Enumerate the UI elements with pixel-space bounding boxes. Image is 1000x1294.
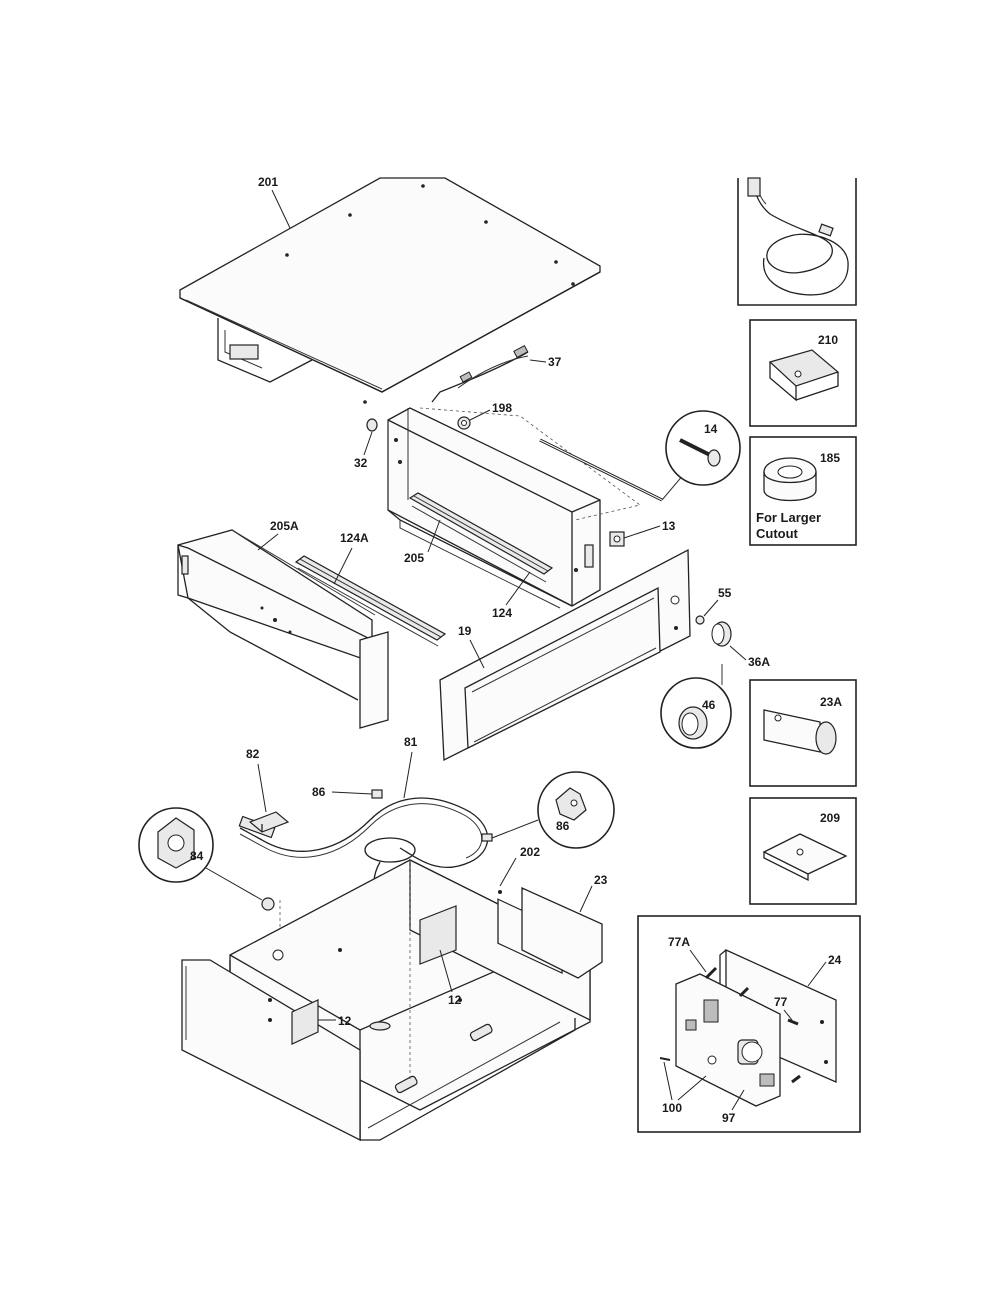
label-24: 24 bbox=[828, 953, 842, 967]
label-205A: 205A bbox=[270, 519, 299, 533]
note-cutout-line1: For Larger bbox=[756, 510, 821, 525]
wire-harness-37 bbox=[431, 344, 529, 403]
label-201: 201 bbox=[258, 175, 278, 189]
label-86-detail: 86 bbox=[556, 819, 570, 833]
top-panel-201 bbox=[179, 177, 601, 404]
label-198: 198 bbox=[492, 401, 512, 415]
label-210: 210 bbox=[818, 333, 838, 347]
label-46: 46 bbox=[702, 698, 716, 712]
label-19: 19 bbox=[458, 624, 472, 638]
label-124: 124 bbox=[492, 606, 512, 620]
inset-box-wire bbox=[737, 177, 857, 306]
detail-circle-86 bbox=[481, 771, 615, 849]
slide-rail-124A bbox=[294, 555, 447, 647]
label-82: 82 bbox=[246, 747, 260, 761]
label-209: 209 bbox=[820, 811, 840, 825]
slide-rail-124 bbox=[408, 492, 554, 583]
label-77A: 77A bbox=[668, 935, 690, 949]
label-55: 55 bbox=[718, 586, 732, 600]
knob-36A bbox=[711, 621, 732, 647]
label-32: 32 bbox=[354, 456, 368, 470]
label-23A: 23A bbox=[820, 695, 842, 709]
label-185: 185 bbox=[820, 451, 840, 465]
nut-198 bbox=[457, 416, 471, 430]
washer-55 bbox=[695, 615, 705, 625]
panel-23 bbox=[521, 885, 603, 979]
detail-circle-46 bbox=[660, 664, 732, 749]
label-202: 202 bbox=[520, 845, 540, 859]
rear-panel-205A bbox=[177, 529, 389, 729]
label-23: 23 bbox=[594, 873, 608, 887]
label-37: 37 bbox=[548, 355, 562, 369]
front-panel-19 bbox=[439, 548, 691, 762]
bumper-32 bbox=[366, 418, 378, 432]
label-14: 14 bbox=[704, 422, 718, 436]
housing-205 bbox=[387, 407, 641, 609]
label-124A: 124A bbox=[340, 531, 369, 545]
label-36A: 36A bbox=[748, 655, 770, 669]
label-12-center: 12 bbox=[448, 993, 462, 1007]
label-77: 77 bbox=[774, 995, 788, 1009]
label-13: 13 bbox=[662, 519, 676, 533]
plate-12-center bbox=[419, 905, 457, 965]
inset-box-209 bbox=[749, 797, 857, 905]
label-100: 100 bbox=[662, 1101, 682, 1115]
rod-14 bbox=[539, 438, 685, 502]
inset-box-210 bbox=[749, 319, 857, 427]
detail-circle-14 bbox=[665, 410, 741, 486]
label-97: 97 bbox=[722, 1111, 736, 1125]
inset-box-23A bbox=[749, 679, 857, 787]
plate-12-left bbox=[291, 999, 319, 1045]
label-205: 205 bbox=[404, 551, 424, 565]
inset-box-control-24 bbox=[637, 915, 861, 1133]
label-84: 84 bbox=[190, 849, 204, 863]
note-cutout-line2: Cutout bbox=[756, 526, 799, 541]
clip-86-upper bbox=[371, 789, 383, 799]
label-81: 81 bbox=[404, 735, 418, 749]
bracket-82 bbox=[248, 763, 290, 833]
label-12-left: 12 bbox=[338, 1014, 352, 1028]
detail-circle-84 bbox=[138, 807, 275, 911]
bracket-13 bbox=[609, 531, 625, 547]
inset-box-185 bbox=[749, 436, 857, 546]
label-86-upper: 86 bbox=[312, 785, 326, 799]
